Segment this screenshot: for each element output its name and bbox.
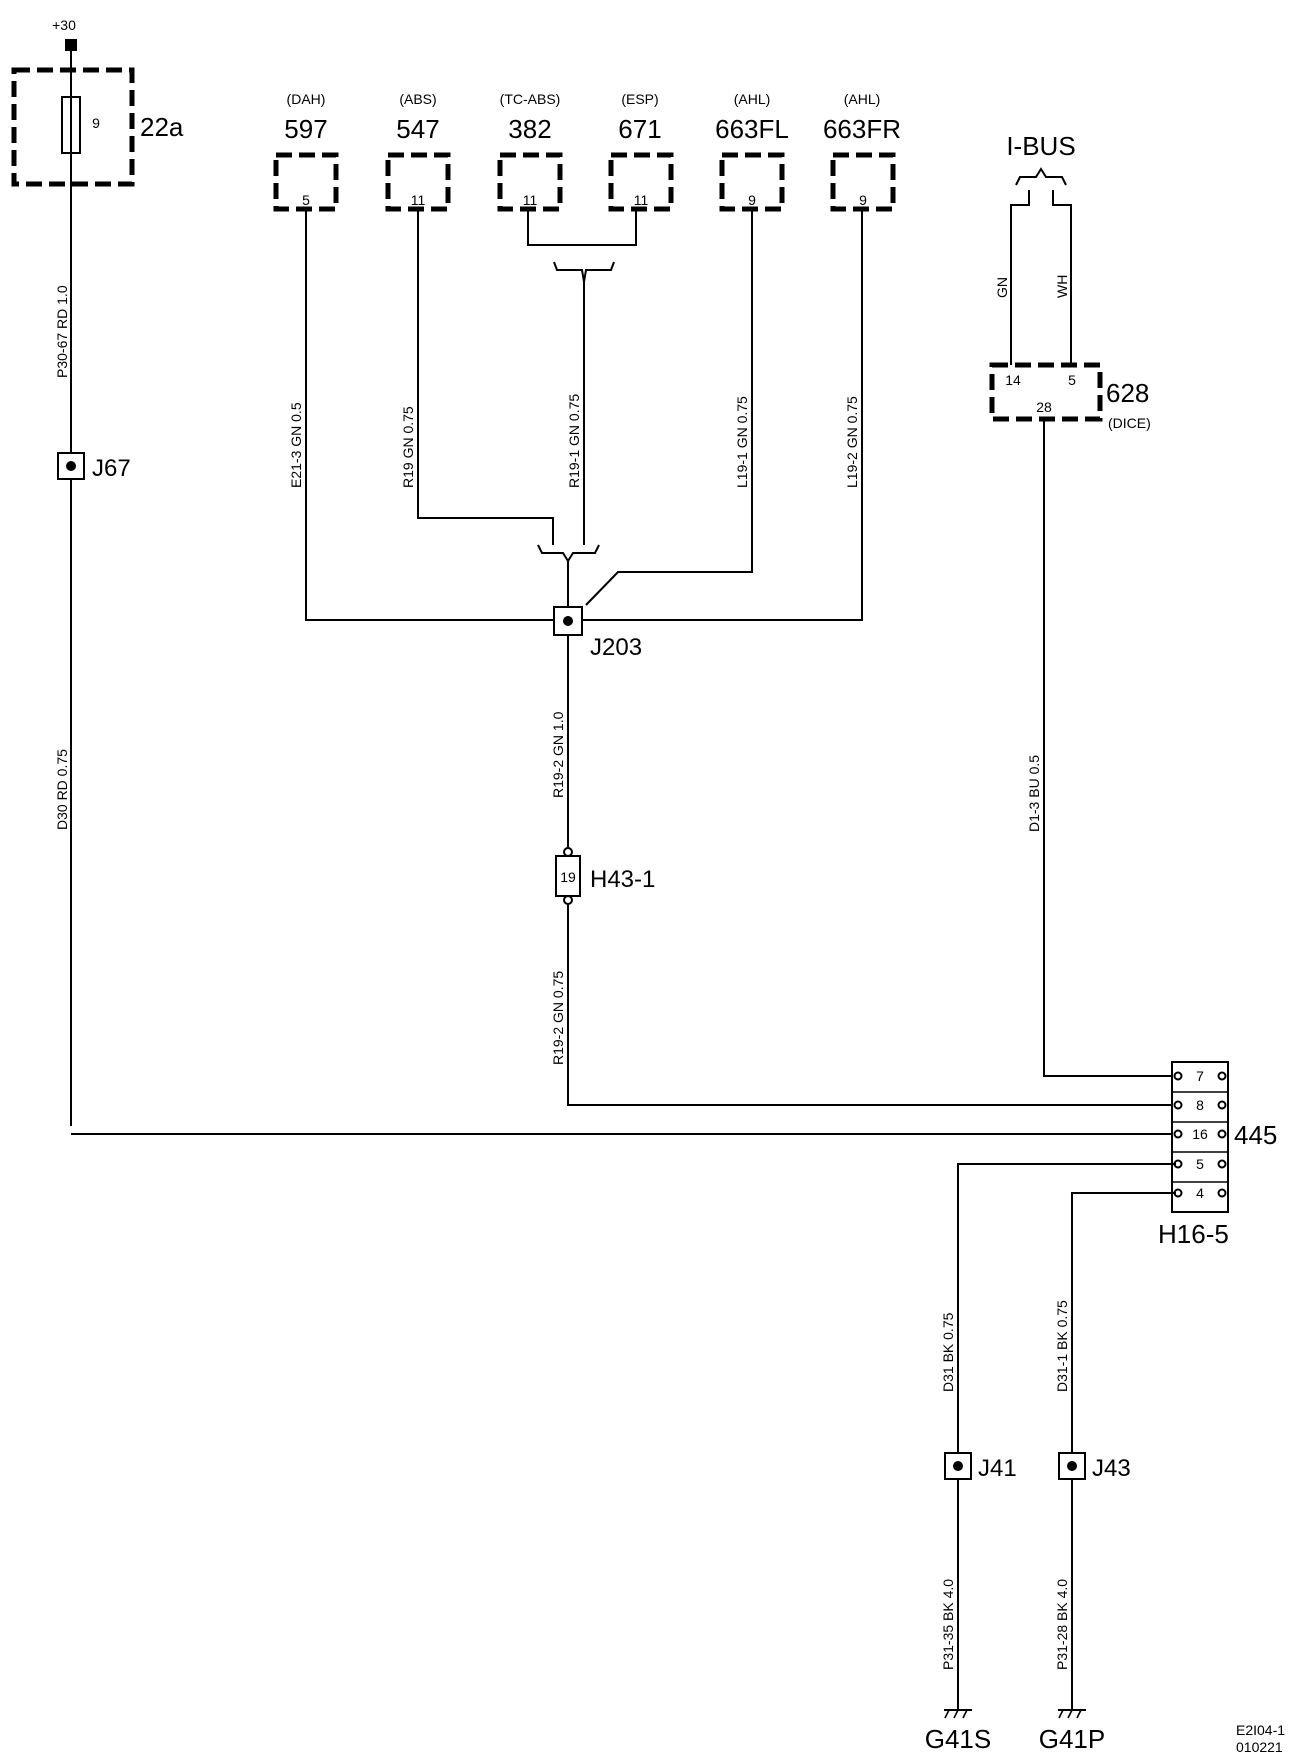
footer-date: 010221 bbox=[1236, 1739, 1283, 1755]
splice-j43: J43 bbox=[1058, 1452, 1131, 1482]
wire-label-l19-1: L19-1 GN 0.75 bbox=[734, 396, 750, 488]
footer-code: E2I04-1 bbox=[1236, 1722, 1285, 1738]
fuse-pin: 9 bbox=[92, 115, 100, 131]
wire-label-r19: R19 GN 0.75 bbox=[400, 406, 416, 488]
module-663fr-sub: (AHL) bbox=[844, 91, 881, 107]
module-382-box bbox=[497, 152, 563, 212]
module-628-id: 628 bbox=[1106, 378, 1149, 408]
wire-label-d31-1: D31-1 BK 0.75 bbox=[1054, 1300, 1070, 1392]
module-671-box bbox=[608, 152, 674, 212]
wire-label-p31-28: P31-28 BK 4.0 bbox=[1054, 1579, 1070, 1670]
wire-r19-2-lower bbox=[567, 904, 1176, 1106]
wire-label-d30: D30 RD 0.75 bbox=[54, 749, 70, 830]
ibus-label: I-BUS bbox=[1006, 131, 1075, 161]
module-628-pin-right: 5 bbox=[1068, 372, 1076, 388]
supply-label: +30 bbox=[52, 17, 76, 33]
module-663fl-pin: 9 bbox=[748, 192, 756, 208]
splice-j41-label: J41 bbox=[978, 1455, 1017, 1482]
wire-label-r19-2-lower: R19-2 GN 0.75 bbox=[550, 971, 566, 1065]
splice-j203-label: J203 bbox=[590, 634, 642, 661]
splice-j67-label: J67 bbox=[92, 455, 131, 482]
module-597-pin: 5 bbox=[302, 192, 310, 208]
wire-ibus-gn bbox=[1010, 190, 1030, 365]
module-547-sub: (ABS) bbox=[399, 91, 436, 107]
module-547: (ABS) 547 11 bbox=[385, 91, 451, 212]
supply-terminal: +30 bbox=[52, 17, 77, 51]
module-597: (DAH) 597 5 bbox=[273, 91, 339, 212]
module-663fl: (AHL) 663FL 9 bbox=[715, 91, 789, 212]
module-597-id: 597 bbox=[284, 114, 327, 144]
wire-382-671-bridge bbox=[527, 209, 637, 246]
module-628-pin-left: 14 bbox=[1005, 372, 1021, 388]
fuse-id: 22a bbox=[140, 112, 184, 142]
wire-label-ibus-gn: GN bbox=[994, 277, 1010, 298]
connector-h43-1: 19 H43-1 bbox=[555, 847, 655, 905]
module-597-sub: (DAH) bbox=[287, 91, 326, 107]
wire-d1-3 bbox=[1043, 419, 1176, 1077]
wire-label-ibus-wh: WH bbox=[1054, 275, 1070, 298]
connector-445-pin-5: 5 bbox=[1196, 1156, 1204, 1172]
ground-g41p: G41P bbox=[1039, 1709, 1106, 1754]
connector-445-pin-16: 16 bbox=[1192, 1126, 1208, 1142]
module-663fr-id: 663FR bbox=[823, 114, 901, 144]
connector-445-id: 445 bbox=[1234, 1120, 1277, 1150]
fuse-22a: 9 22a bbox=[11, 67, 184, 187]
wire-label-d1-3: D1-3 BU 0.5 bbox=[1026, 755, 1042, 832]
ibus-brace bbox=[1015, 167, 1067, 186]
connector-445-pin-8: 8 bbox=[1196, 1097, 1204, 1113]
ground-g41s: G41S bbox=[925, 1709, 992, 1754]
wire-bridge-connector-upper bbox=[553, 261, 615, 283]
connector-445-pin-7: 7 bbox=[1196, 1068, 1204, 1084]
module-663fl-id: 663FL bbox=[715, 114, 789, 144]
module-663fl-sub: (AHL) bbox=[734, 91, 771, 107]
module-671-sub: (ESP) bbox=[621, 91, 658, 107]
connector-h43-1-label: H43-1 bbox=[590, 866, 655, 893]
wire-label-p30-67: P30-67 RD 1.0 bbox=[54, 285, 70, 378]
wire-d31 bbox=[957, 1163, 1176, 1453]
wire-label-l19-2: L19-2 GN 0.75 bbox=[844, 396, 860, 488]
ibus-group: I-BUS GN WH 14 5 28 628 (DICE) bbox=[989, 131, 1151, 431]
module-628-sub: (DICE) bbox=[1108, 415, 1151, 431]
connector-445-sub: H16-5 bbox=[1158, 1219, 1229, 1249]
module-547-id: 547 bbox=[396, 114, 439, 144]
module-671: (ESP) 671 11 bbox=[608, 91, 674, 212]
module-382-sub: (TC-ABS) bbox=[500, 91, 561, 107]
module-663fr: (AHL) 663FR 9 bbox=[823, 91, 901, 212]
module-547-pin: 11 bbox=[411, 192, 426, 208]
wire-label-e21-3: E21-3 GN 0.5 bbox=[288, 402, 304, 488]
ground-g41s-label: G41S bbox=[925, 1724, 992, 1754]
module-628-box bbox=[989, 362, 1103, 422]
connector-445-pin-4: 4 bbox=[1196, 1185, 1204, 1201]
module-382: (TC-ABS) 382 11 bbox=[497, 91, 563, 212]
module-628-pin-bottom: 28 bbox=[1036, 399, 1052, 415]
wire-label-r19-2-upper: R19-2 GN 1.0 bbox=[550, 711, 566, 798]
module-671-id: 671 bbox=[618, 114, 661, 144]
wire-bridge-connector-lower bbox=[537, 544, 600, 563]
wire-label-r19-1: R19-1 GN 0.75 bbox=[566, 394, 582, 488]
wire-d31-1 bbox=[1071, 1192, 1176, 1453]
wire-label-p31-35: P31-35 BK 4.0 bbox=[940, 1579, 956, 1670]
module-382-id: 382 bbox=[508, 114, 551, 144]
module-663fr-pin: 9 bbox=[859, 192, 867, 208]
wire-r19 bbox=[417, 209, 554, 545]
splice-j41: J41 bbox=[944, 1452, 1017, 1482]
wire-e21-3-and-l19-2 bbox=[305, 209, 863, 621]
wire-l19-1 bbox=[585, 209, 753, 606]
module-382-pin: 11 bbox=[523, 192, 538, 208]
wire-ibus-wh bbox=[1052, 190, 1072, 365]
wire-label-d31: D31 BK 0.75 bbox=[940, 1312, 956, 1392]
splice-j67: J67 bbox=[57, 452, 131, 482]
ground-g41p-label: G41P bbox=[1039, 1724, 1106, 1754]
module-671-pin: 11 bbox=[634, 192, 649, 208]
connector-h43-1-pin: 19 bbox=[560, 869, 576, 885]
fuse-box-outline bbox=[11, 67, 135, 187]
splice-j43-label: J43 bbox=[1092, 1455, 1131, 1482]
connector-445: 7 8 16 5 4 445 H16-5 bbox=[1158, 1061, 1277, 1249]
